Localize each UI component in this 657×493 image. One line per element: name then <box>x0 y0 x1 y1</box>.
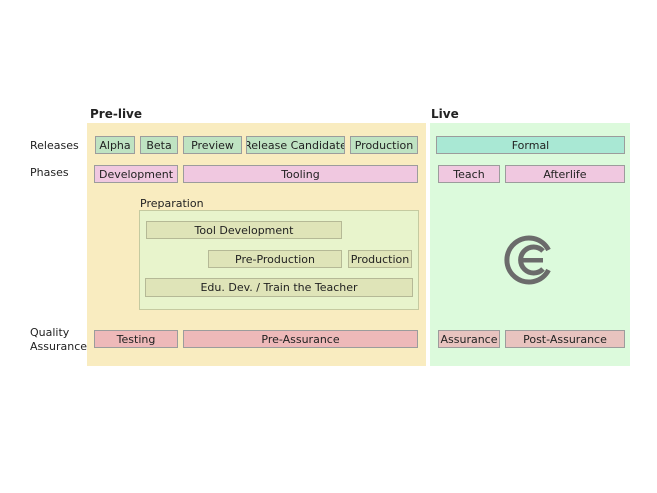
qa-post-assurance: Post-Assurance <box>505 330 625 348</box>
phase-teach: Teach <box>438 165 500 183</box>
phase-tooling: Tooling <box>183 165 418 183</box>
live-heading: Live <box>431 107 459 121</box>
quality-label-line2: Assurance <box>30 340 88 353</box>
phases-row-label: Phases <box>30 166 69 179</box>
preparation-label: Preparation <box>140 197 204 210</box>
quality-label-line1: Quality <box>30 326 70 339</box>
qa-assurance: Assurance <box>438 330 500 348</box>
qa-pre-assurance: Pre-Assurance <box>183 330 418 348</box>
release-beta: Beta <box>140 136 178 154</box>
prep-pre-production: Pre-Production <box>208 250 342 268</box>
qa-testing: Testing <box>94 330 178 348</box>
prep-production: Production <box>348 250 412 268</box>
release-alpha: Alpha <box>95 136 135 154</box>
release-formal: Formal <box>436 136 625 154</box>
quality-assurance-row-label: Quality Assurance <box>30 326 87 354</box>
live-panel <box>430 123 630 366</box>
release-preview: Preview <box>183 136 242 154</box>
prep-tool-development: Tool Development <box>146 221 342 239</box>
prep-edu-dev: Edu. Dev. / Train the Teacher <box>145 278 413 297</box>
releases-row-label: Releases <box>30 139 79 152</box>
phase-afterlife: Afterlife <box>505 165 625 183</box>
pre-live-heading: Pre-live <box>90 107 143 121</box>
release-production: Production <box>350 136 418 154</box>
phase-development: Development <box>94 165 178 183</box>
ce-logo-icon <box>504 235 551 285</box>
release-release-candidate: Release Candidate <box>246 136 345 154</box>
